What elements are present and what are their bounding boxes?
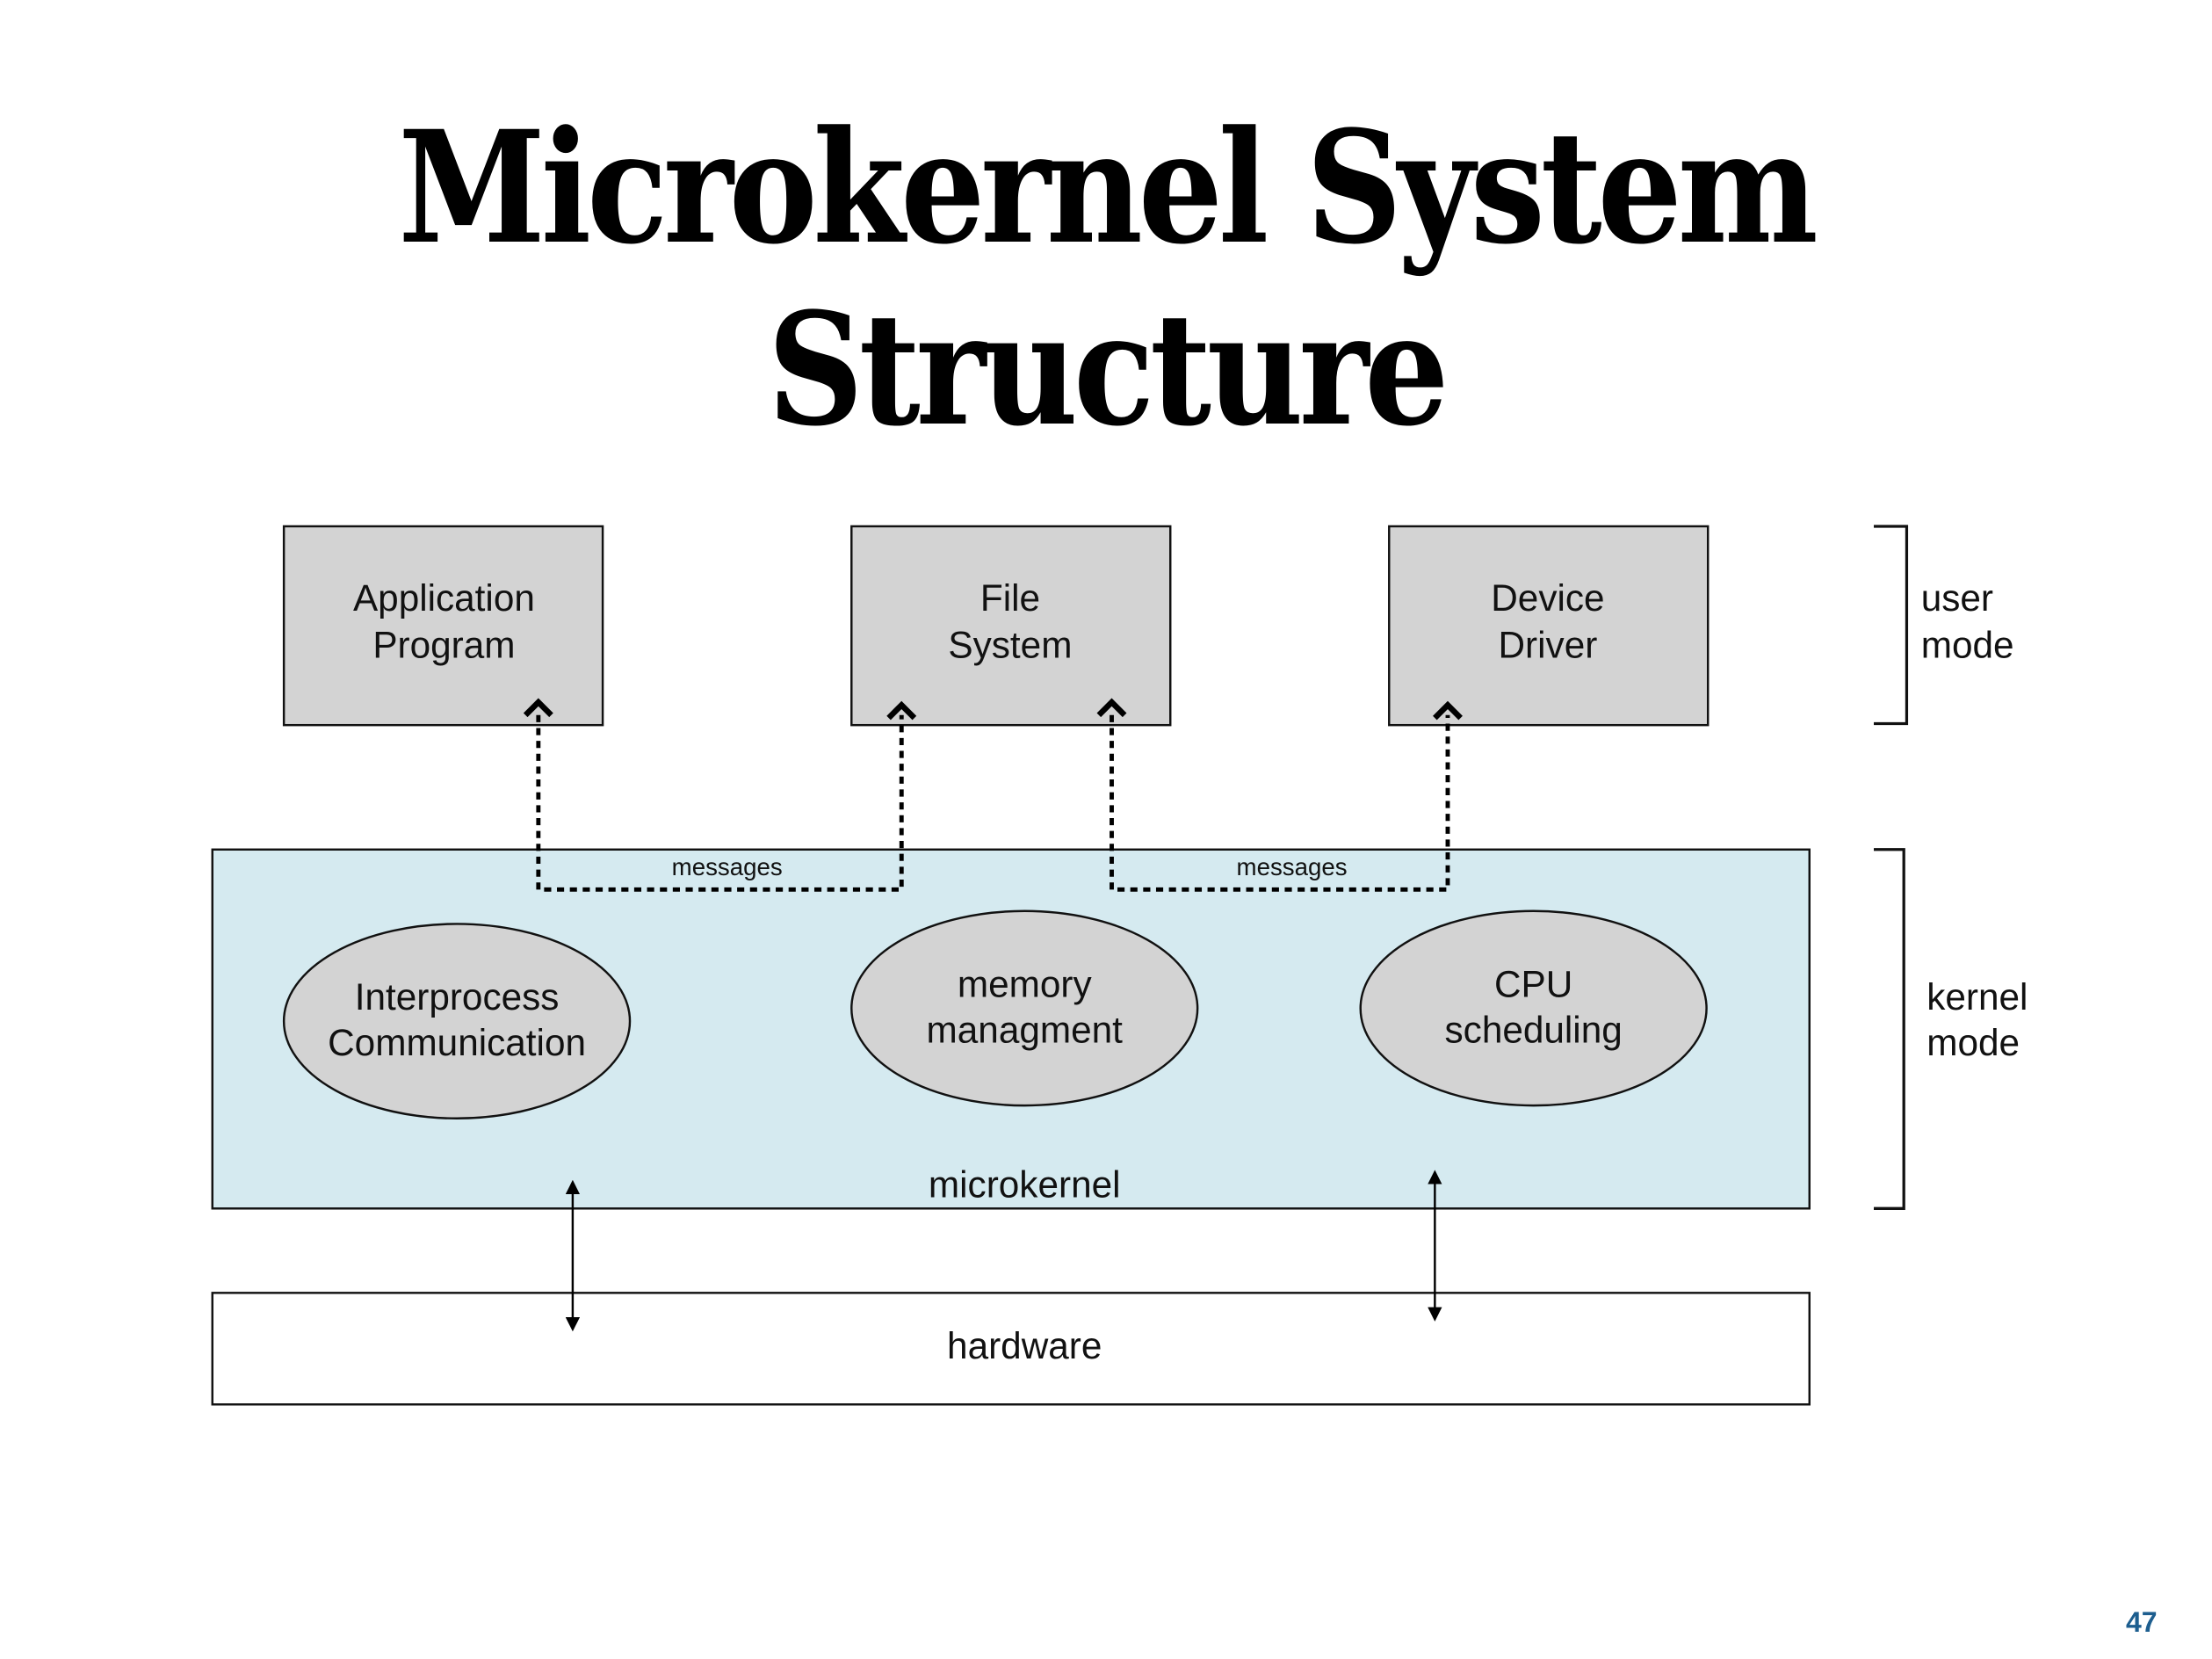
svg-text:Program: Program bbox=[372, 625, 515, 666]
kernel-mode-bracket bbox=[1874, 848, 1905, 1210]
cpu-scheduling-ellipse: CPU scheduling bbox=[1359, 909, 1708, 1107]
svg-text:scheduling: scheduling bbox=[1445, 1010, 1623, 1051]
svg-text:Driver: Driver bbox=[1499, 625, 1598, 666]
ipc-ellipse: Interprocess Communication bbox=[282, 923, 632, 1119]
svg-text:Device: Device bbox=[1491, 577, 1604, 619]
svg-text:System: System bbox=[948, 625, 1072, 666]
kernel-mode-label-1: kernel bbox=[1926, 976, 2028, 1018]
svg-text:File: File bbox=[980, 577, 1040, 619]
svg-text:CPU: CPU bbox=[1494, 963, 1572, 1004]
messages-label-1: messages bbox=[672, 853, 783, 880]
file-system-box: File System bbox=[850, 525, 1172, 727]
user-mode-bracket bbox=[1874, 525, 1909, 726]
device-driver-box: Device Driver bbox=[1388, 525, 1710, 727]
user-mode-label-2: mode bbox=[1921, 625, 2014, 666]
svg-text:memory: memory bbox=[958, 963, 1093, 1004]
messages-label-2: messages bbox=[1237, 853, 1348, 880]
chevron-up-icon bbox=[1433, 700, 1463, 721]
kernel-mode-label-2: mode bbox=[1926, 1022, 2020, 1063]
chevron-up-icon bbox=[1096, 698, 1127, 718]
message-path-2 bbox=[1110, 714, 1450, 892]
microkernel-label: microkernel bbox=[929, 1163, 1121, 1205]
hardware-box bbox=[211, 1292, 1811, 1406]
application-program-box: Application Program bbox=[282, 525, 604, 727]
svg-text:managment: managment bbox=[927, 1010, 1124, 1051]
message-arrowheads bbox=[523, 698, 1463, 721]
svg-text:Communication: Communication bbox=[328, 1022, 586, 1063]
memory-management-ellipse: memory managment bbox=[850, 909, 1199, 1107]
message-path-1 bbox=[536, 714, 904, 892]
page-number: 47 bbox=[2126, 1606, 2158, 1638]
chevron-up-icon bbox=[886, 700, 917, 721]
user-mode-label-1: user bbox=[1921, 577, 1993, 619]
hardware-label: hardware bbox=[947, 1325, 1102, 1366]
chevron-up-icon bbox=[523, 698, 553, 718]
svg-text:Application: Application bbox=[353, 577, 535, 619]
svg-text:Interprocess: Interprocess bbox=[355, 976, 560, 1018]
slide-title: Microkernel System Structure bbox=[398, 97, 1818, 460]
